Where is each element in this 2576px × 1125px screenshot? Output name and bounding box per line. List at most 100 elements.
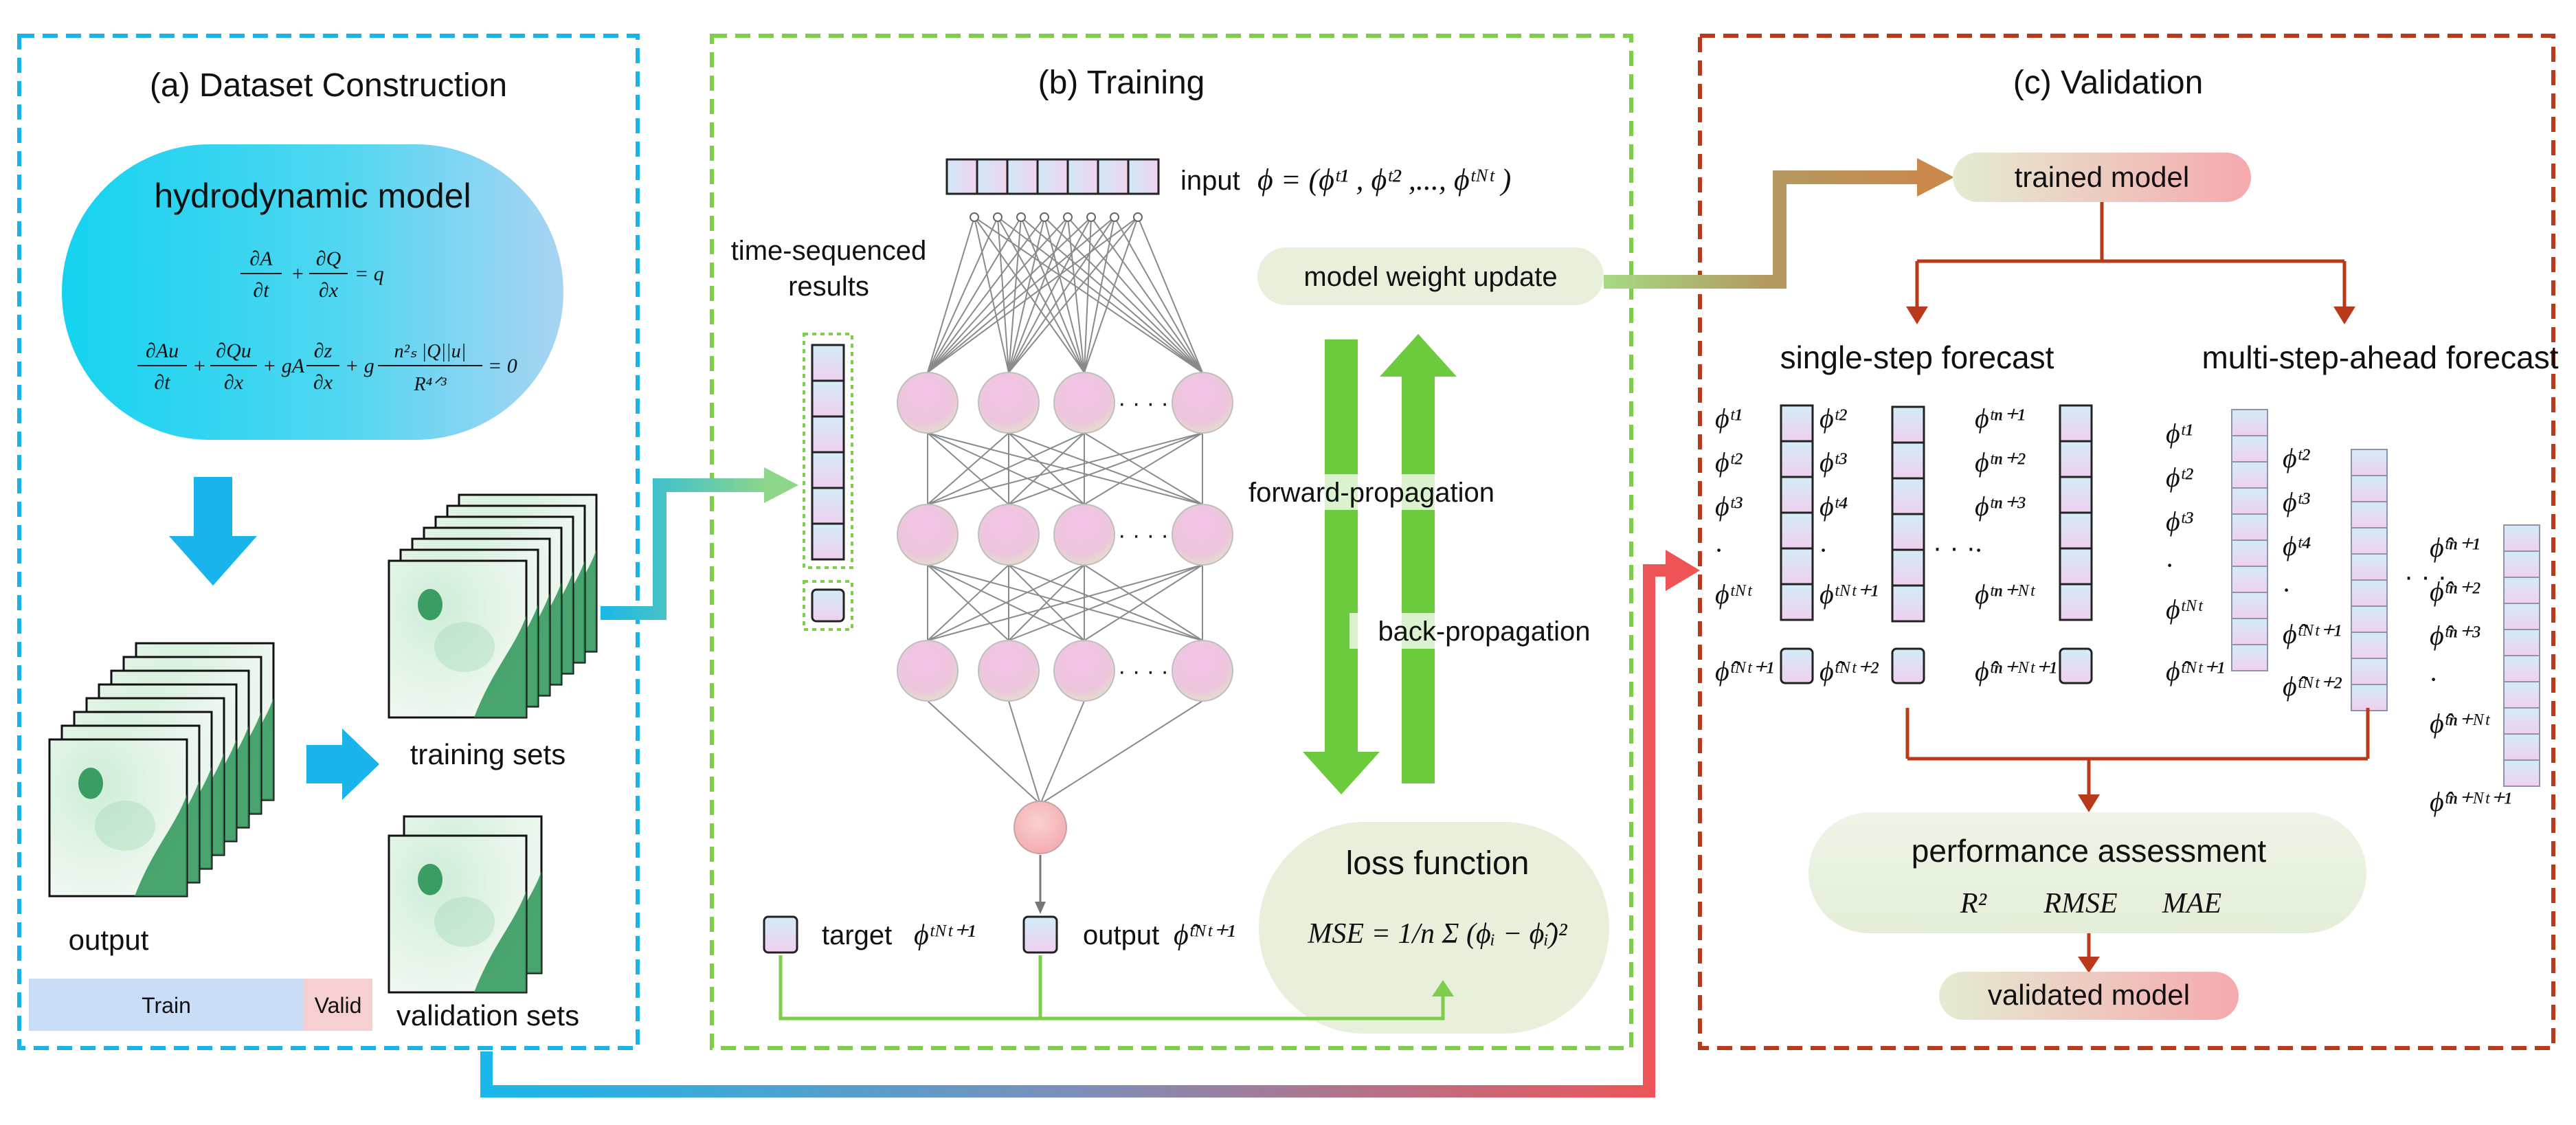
forecast-cell: [1891, 584, 1925, 623]
forecast-cell: [2351, 605, 2388, 633]
forecast-symbol: ·: [1715, 535, 1722, 566]
forecast-symbol: ϕᵗ³: [1715, 491, 1743, 522]
arrow-right-icon: [306, 728, 379, 800]
connector-target-to-loss: [779, 955, 1445, 1021]
hidden-node: [1053, 640, 1115, 702]
forecast-symbol: ϕ̂ᵗⁿ⁺²: [2430, 576, 2480, 607]
arrow-training-to-validation: [1604, 170, 1924, 289]
svg-text:∂x: ∂x: [224, 371, 244, 394]
layer-dots: · · · ·: [1118, 390, 1169, 416]
split-train-segment: [29, 979, 304, 1031]
target-label: target: [822, 920, 892, 950]
hidden-node: [978, 504, 1040, 566]
forecast-output-symbol: ϕ̂ᵗᴺᵗ⁺²: [1819, 656, 1879, 687]
sequence-cell: [811, 415, 845, 454]
input-cell: [976, 158, 1009, 195]
forecast-cell: [2503, 577, 2540, 604]
forecast-cell: [2231, 513, 2268, 541]
forecast-symbol: ϕᵗ⁴: [2283, 531, 2311, 561]
metric-mae: MAE: [2162, 888, 2221, 920]
validation-sets-label: validation sets: [396, 999, 579, 1032]
forecast-cell: [2231, 644, 2268, 671]
svg-text:+: +: [292, 263, 304, 285]
forecast-symbol: ϕᵗ²: [1819, 403, 1847, 434]
sequence-cell: [811, 487, 845, 525]
forecast-symbol: ϕᵗ¹: [1715, 403, 1742, 434]
svg-text:= q: = q: [355, 263, 384, 285]
forecast-output-symbol: ϕ̂ᵗᴺᵗ⁺¹: [1715, 656, 1774, 687]
input-node: [1063, 212, 1073, 222]
arrow-dataset-to-training: [601, 478, 770, 620]
forecast-cell: [2351, 684, 2388, 711]
input-node: [1040, 212, 1049, 222]
arrow-head-icon: [2078, 794, 2100, 812]
svg-text:∂Q: ∂Q: [316, 247, 341, 270]
hidden-node: [978, 372, 1040, 434]
forecast-cell: [1780, 583, 1814, 621]
output-node: [1013, 801, 1067, 854]
trained-model-box: [1953, 153, 2251, 202]
forecast-cell: [1780, 547, 1814, 586]
forecast-symbol: ·: [1975, 535, 1982, 566]
split-valid-label: Valid: [315, 993, 362, 1018]
time-sequence-target-frame: [803, 580, 853, 631]
training-output-label: output: [1083, 920, 1159, 950]
map-card: [48, 738, 188, 898]
map-card: [388, 834, 528, 994]
forecast-symbol: ϕ̂ᵗⁿ⁺³: [2430, 620, 2480, 651]
output-symbol: ϕ̂ᵗᴺᵗ⁺¹: [1174, 920, 1235, 951]
arrow-head-icon: [1432, 980, 1454, 996]
forecast-symbol: ·: [2283, 575, 2289, 605]
input-node: [993, 212, 1003, 222]
hidden-node: [1172, 640, 1233, 702]
hidden-node: [1053, 504, 1115, 566]
neural-network: · · · ·· · · ·· · · ·: [897, 212, 1233, 854]
panel-validation-title: (c) Validation: [2013, 65, 2204, 101]
back-propagation-label: back-propagation: [1378, 616, 1590, 647]
loss-function-title: loss function: [1346, 845, 1530, 882]
forecast-symbol: ϕᵗ³: [1819, 447, 1847, 478]
validated-model-label: validated model: [1988, 979, 2190, 1011]
svg-text:+ g: + g: [345, 355, 374, 377]
forecast-cell: [2503, 603, 2540, 630]
sequence-cell: [811, 451, 845, 489]
forecast-output-cell: [1780, 647, 1814, 684]
performance-assessment-box: [1808, 812, 2366, 933]
forecast-symbol: ϕᵗ²: [2283, 443, 2310, 474]
forecast-cell: [1891, 477, 1925, 515]
svg-text:+ gA: + gA: [262, 355, 305, 377]
forecast-symbol: ϕᵗⁿ⁺ᴺᵗ: [1975, 579, 2035, 610]
hidden-node: [978, 640, 1040, 702]
arrow-head-icon: [1035, 902, 1046, 914]
hidden-node: [897, 372, 959, 434]
forecast-symbol: ϕᵗ³: [2283, 487, 2310, 517]
time-sequenced-label-line2: results: [788, 271, 869, 302]
continuity-equation: ∂A ∂t + ∂Q ∂x = q: [240, 247, 384, 302]
hidden-node: [897, 640, 959, 702]
forecast-cell: [2351, 553, 2388, 581]
forecast-cell: [2503, 733, 2540, 761]
forecast-cell: [2503, 681, 2540, 709]
forecast-cell: [2351, 527, 2388, 555]
forecast-cell: [1891, 513, 1925, 551]
forecast-symbol: ϕ̂ᵗᴺᵗ⁺¹: [2283, 619, 2342, 649]
forecast-cell: [1891, 548, 1925, 587]
forecast-cell: [2231, 409, 2268, 436]
forward-propagation-label: forward-propagation: [1248, 478, 1494, 508]
forecast-symbol: ·: [2166, 550, 2173, 581]
split-train-label: Train: [142, 993, 191, 1018]
layer-dots: · · · ·: [1118, 658, 1169, 684]
single-step-columns: ϕᵗ¹ϕᵗ²ϕᵗ³·ϕᵗᴺᵗϕ̂ᵗᴺᵗ⁺¹ϕᵗ²ϕᵗ³ϕᵗ⁴·ϕᵗᴺᵗ⁺¹ϕ̂ᵗ…: [1715, 403, 2093, 687]
forecast-symbol: ϕᵗⁿ⁺²: [1975, 447, 2026, 478]
svg-text:+: +: [194, 355, 205, 377]
input-node: [1016, 212, 1026, 222]
time-sequence-frame: [803, 333, 853, 569]
forecast-cell: [2059, 583, 2093, 621]
forecast-output-symbol: ϕ̂ᵗⁿ⁺ᴺᵗ⁺¹: [2430, 786, 2511, 817]
backward-arrow-icon: [1380, 334, 1457, 783]
forecast-cell: [2231, 487, 2268, 515]
input-cell: [1006, 158, 1039, 195]
forecast-cell: [1780, 404, 1814, 443]
